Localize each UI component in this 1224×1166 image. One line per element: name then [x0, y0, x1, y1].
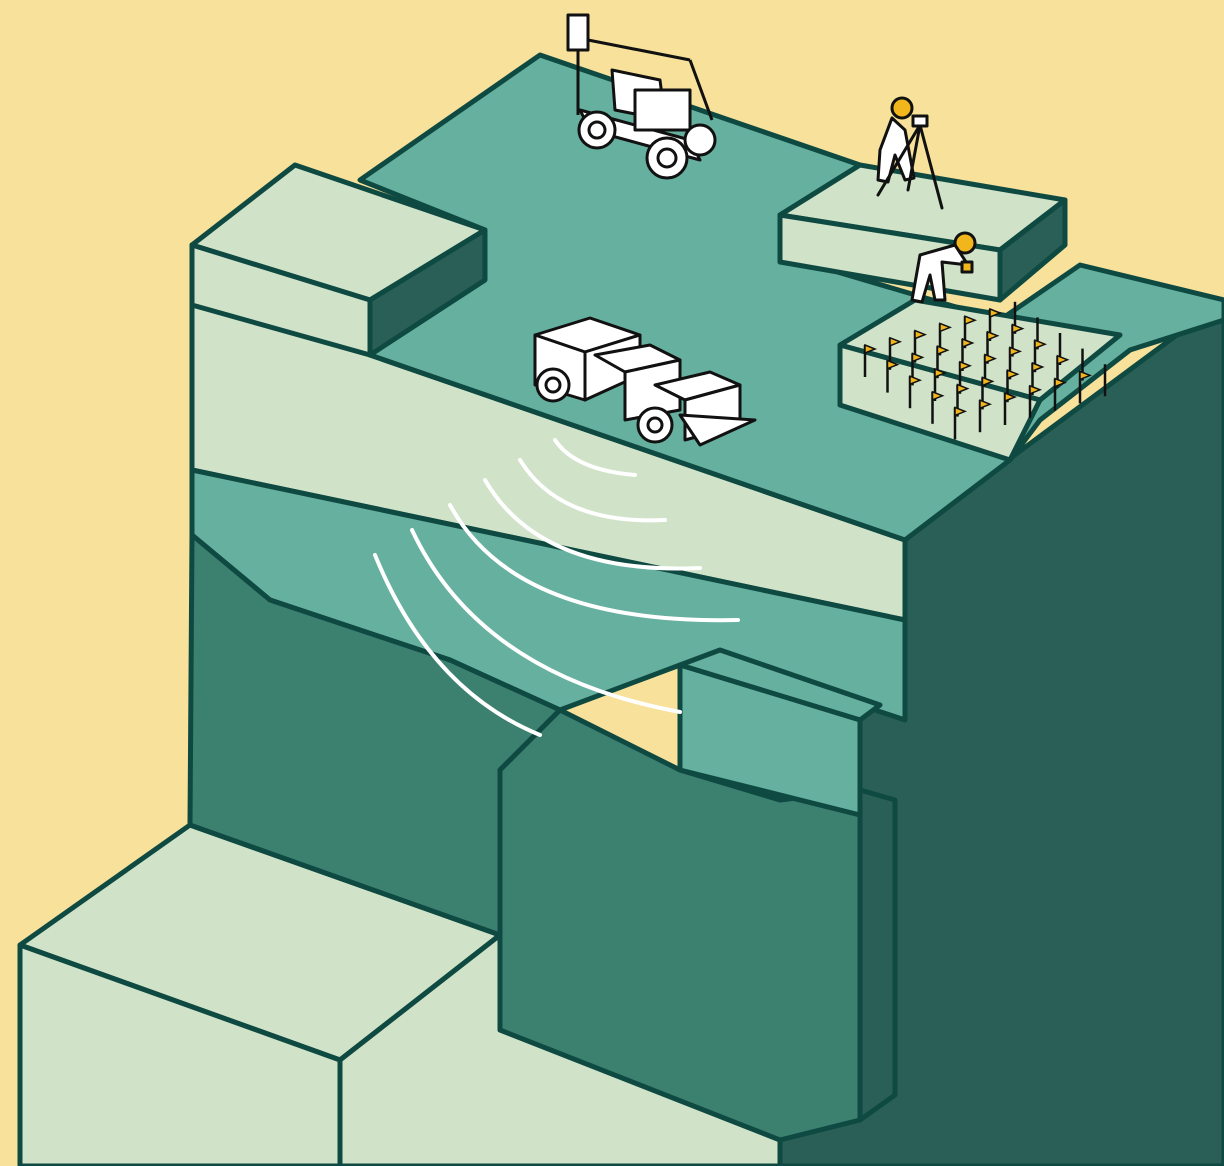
lower-block-right	[860, 790, 895, 1120]
